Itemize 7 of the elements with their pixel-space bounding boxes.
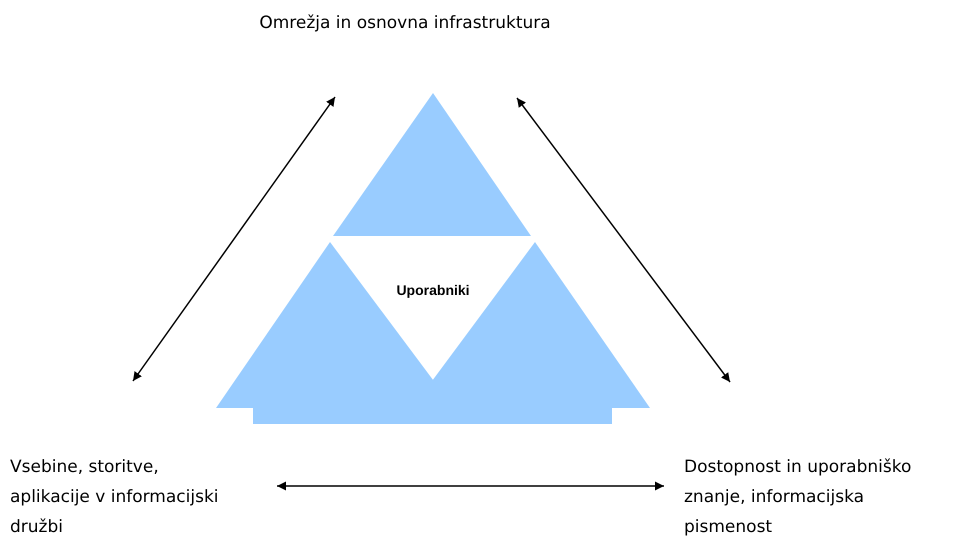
corner-label: Vsebine, storitve, aplikacije v informacijski družbi (10, 456, 220, 539)
center-label: Uporabniki (396, 282, 470, 298)
corner-label: Omrežja in osnovna infrastruktura (258, 12, 552, 35)
double-arrow (516, 98, 731, 382)
corner-label: Dostopnost in uporabniško znanje, informacijska pismenost (684, 456, 912, 539)
double-arrow (277, 482, 664, 490)
double-arrow (132, 96, 336, 382)
